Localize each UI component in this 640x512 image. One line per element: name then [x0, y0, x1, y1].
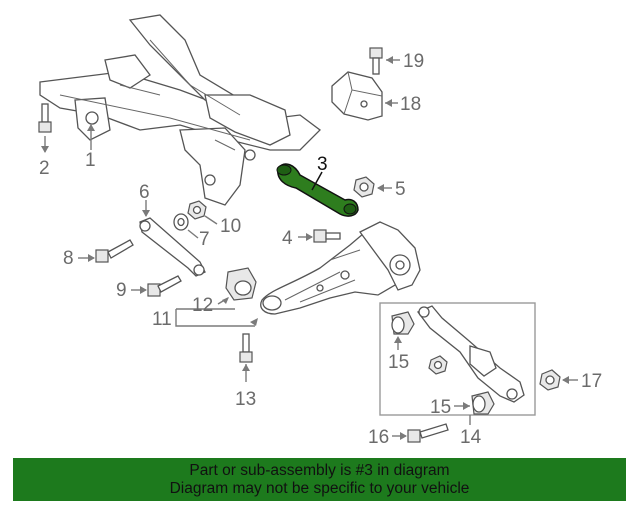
bolt-part-4[interactable] [313, 229, 341, 243]
callout-15-upper: 15 [388, 352, 409, 373]
leader-arrow-13 [242, 364, 250, 371]
callout-17: 17 [581, 371, 602, 392]
bracket-part-18[interactable] [331, 71, 383, 121]
trailing-arm-part-11[interactable] [260, 221, 421, 315]
banner-line-2: Diagram may not be specific to your vehi… [169, 479, 470, 497]
callout-4: 4 [282, 228, 293, 249]
bolt-part-13[interactable] [239, 333, 253, 363]
subframe-part-1[interactable] [39, 14, 321, 206]
callout-16: 16 [368, 427, 389, 448]
callout-11: 11 [152, 309, 172, 330]
callout-3: 3 [317, 154, 328, 175]
callout-10: 10 [220, 216, 241, 237]
info-banner: Part or sub-assembly is #3 in diagram Di… [13, 458, 626, 501]
callout-18: 18 [400, 94, 421, 115]
leader-arrow-16 [400, 432, 407, 440]
leader-arrow-12 [222, 297, 229, 304]
detail-inset-box [379, 302, 536, 416]
nut-part-10[interactable] [187, 200, 207, 220]
callout-7: 7 [199, 229, 210, 250]
callout-12: 12 [192, 295, 213, 316]
leader-arrow-6 [142, 210, 150, 217]
callout-2: 2 [39, 158, 50, 179]
lateral-link-part-6[interactable] [139, 217, 206, 277]
callout-14: 14 [460, 427, 482, 448]
banner-line-1: Part or sub-assembly is #3 in diagram [189, 461, 450, 479]
leader-arrow-15a [394, 336, 402, 343]
leader-line-10 [204, 215, 218, 225]
callout-1: 1 [85, 150, 96, 171]
leader-arrow-1 [87, 124, 95, 131]
control-arm-part-14[interactable] [416, 305, 525, 403]
bolt-part-19[interactable] [369, 47, 383, 75]
leader-arrow-8 [88, 254, 95, 262]
callout-13: 13 [235, 389, 256, 410]
leader-arrow-11 [250, 318, 258, 326]
leader-line-3 [311, 171, 323, 191]
leader-bracket-11 [175, 316, 255, 327]
nut-part-15-inset[interactable] [428, 355, 448, 375]
callout-9: 9 [116, 280, 127, 301]
leader-arrow-4 [306, 233, 313, 241]
callout-5: 5 [395, 179, 406, 200]
exploded-parts-diagram: 1 2 3 4 5 6 7 8 9 10 11 12 13 14 15 15 1… [38, 14, 602, 448]
leader-arrow-17 [562, 376, 569, 384]
nut-part-17[interactable] [539, 369, 561, 391]
bolt-part-9[interactable] [147, 275, 182, 297]
callout-8: 8 [63, 248, 74, 269]
leader-arrow-18 [385, 99, 392, 107]
bolt-part-2[interactable] [38, 103, 52, 153]
leader-arrow-15b [463, 402, 470, 410]
bolt-part-8[interactable] [95, 239, 134, 263]
nut-part-5[interactable] [353, 176, 375, 198]
callout-15-lower: 15 [430, 397, 451, 418]
washer-part-7[interactable] [173, 213, 189, 231]
control-arm-part-3-highlighted[interactable] [276, 163, 359, 217]
callout-19: 19 [403, 51, 424, 72]
bushing-part-15-lower[interactable] [471, 391, 495, 415]
leader-arrow-19 [386, 56, 393, 64]
callout-6: 6 [139, 182, 150, 203]
bolt-part-16[interactable] [407, 423, 449, 443]
leader-line-7 [187, 229, 199, 239]
bushing-part-15-upper[interactable] [391, 311, 415, 335]
leader-arrow-9 [140, 286, 147, 294]
leader-arrow-5 [377, 184, 384, 192]
bushing-part-12[interactable] [225, 267, 257, 301]
